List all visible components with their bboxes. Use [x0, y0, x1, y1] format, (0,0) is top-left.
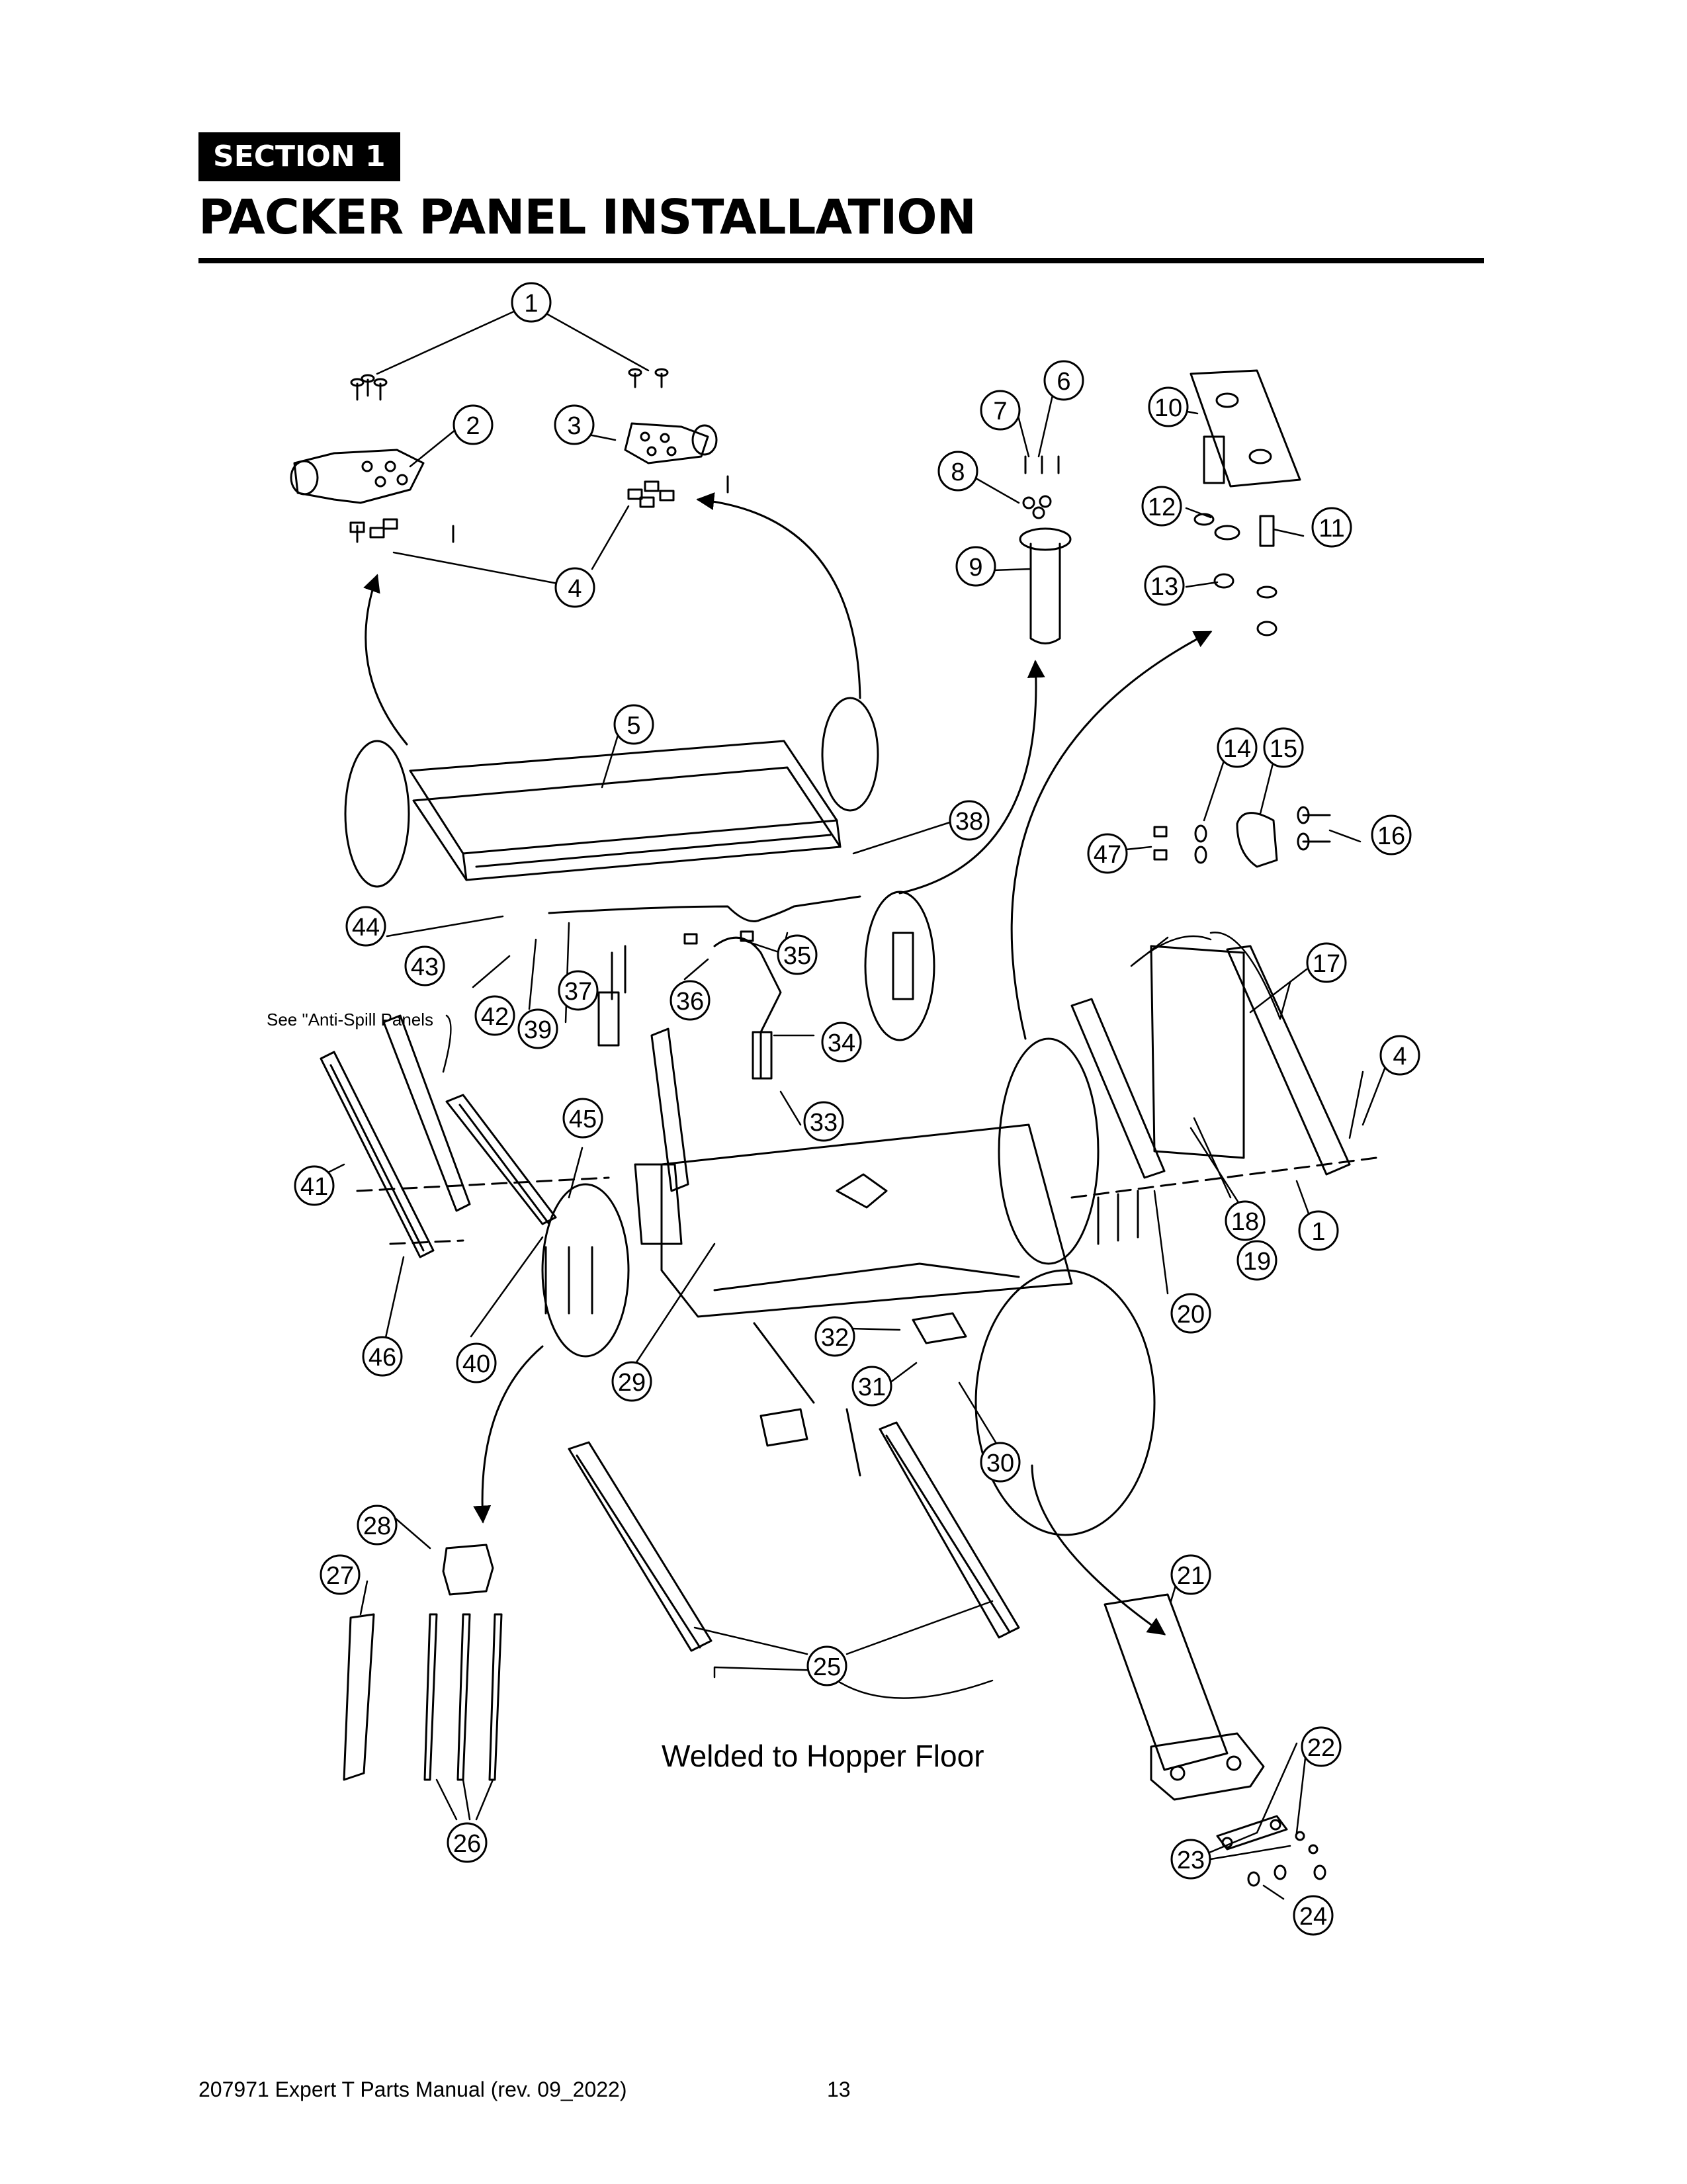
callout-3: 3: [567, 412, 581, 440]
callout-46: 46: [368, 1344, 396, 1372]
footer-page-number: 13: [827, 2077, 851, 2101]
callout-18: 18: [1231, 1208, 1259, 1236]
callout-26: 26: [453, 1830, 481, 1858]
section-label: SECTION 1: [198, 132, 400, 181]
center-mount: [634, 945, 1377, 1536]
callout-7: 7: [993, 398, 1007, 425]
welded-note: Welded to Hopper Floor: [662, 1739, 984, 1773]
callout-45: 45: [569, 1106, 597, 1133]
callout-30: 30: [986, 1450, 1014, 1477]
callout-25: 25: [813, 1653, 841, 1681]
callout-1b: 1: [1311, 1218, 1325, 1246]
callout-40: 40: [462, 1350, 490, 1378]
callout-34: 34: [828, 1029, 855, 1057]
callout-35: 35: [783, 942, 811, 970]
callout-15: 15: [1270, 735, 1297, 763]
title-divider: [198, 258, 1484, 263]
callout-2: 2: [466, 412, 480, 440]
callout-24: 24: [1299, 1903, 1327, 1931]
callout-29: 29: [618, 1369, 646, 1397]
shaft-part: [1019, 455, 1072, 644]
callout-39: 39: [524, 1016, 552, 1044]
callout-36: 36: [676, 988, 704, 1016]
callout-6: 6: [1057, 368, 1070, 396]
callout-47: 47: [1094, 841, 1121, 869]
callout-5: 5: [627, 712, 640, 740]
callout-38: 38: [955, 808, 983, 836]
callout-bubbles: [294, 282, 1420, 1936]
anti-spill-note: See "Anti-Spill Panels: [267, 1010, 433, 1029]
leader-lines: [310, 308, 1387, 1900]
callout-27: 27: [326, 1562, 354, 1590]
callout-21: 21: [1177, 1562, 1205, 1590]
callout-41: 41: [300, 1173, 328, 1201]
callout-19: 19: [1243, 1248, 1271, 1276]
side-plate: [343, 1544, 503, 1781]
callout-31: 31: [858, 1374, 886, 1401]
bolt-set: [1153, 806, 1331, 868]
callout-42: 42: [481, 1003, 509, 1031]
cable-assembly: [548, 891, 935, 1080]
callout-28: 28: [363, 1512, 391, 1540]
callout-33: 33: [810, 1109, 838, 1137]
callout-8: 8: [951, 459, 965, 486]
callout-9: 9: [969, 554, 982, 582]
callout-23: 23: [1177, 1847, 1205, 1874]
callout-32: 32: [821, 1324, 849, 1352]
bracket-part: [1103, 1593, 1326, 1887]
connector-arrows: [363, 492, 1213, 1636]
hinge-part: [290, 422, 718, 504]
callout-16: 16: [1377, 822, 1405, 850]
callout-44: 44: [352, 914, 380, 941]
left-frame-group: [320, 1014, 630, 1358]
callout-17: 17: [1313, 950, 1340, 978]
callout-37: 37: [564, 978, 592, 1006]
callout-22: 22: [1307, 1734, 1335, 1762]
callout-11: 11: [1319, 515, 1344, 543]
floor-rail: [568, 1421, 1020, 1652]
callout-14: 14: [1223, 735, 1251, 763]
callout-12: 12: [1148, 494, 1176, 521]
callout-43: 43: [411, 953, 439, 981]
callout-13: 13: [1150, 573, 1178, 601]
plate-part: [1190, 369, 1301, 636]
callout-4: 4: [568, 575, 582, 603]
hinge-bolt-set: [349, 368, 729, 543]
callout-1: 1: [524, 290, 538, 318]
packer-panel: [344, 697, 879, 888]
footer-document-reference: 207971 Expert T Parts Manual (rev. 09_20…: [198, 2077, 627, 2101]
page-title: PACKER PANEL INSTALLATION: [198, 189, 976, 245]
callout-10: 10: [1154, 394, 1182, 422]
callout-20: 20: [1177, 1301, 1205, 1329]
callout-4b: 4: [1393, 1043, 1406, 1070]
